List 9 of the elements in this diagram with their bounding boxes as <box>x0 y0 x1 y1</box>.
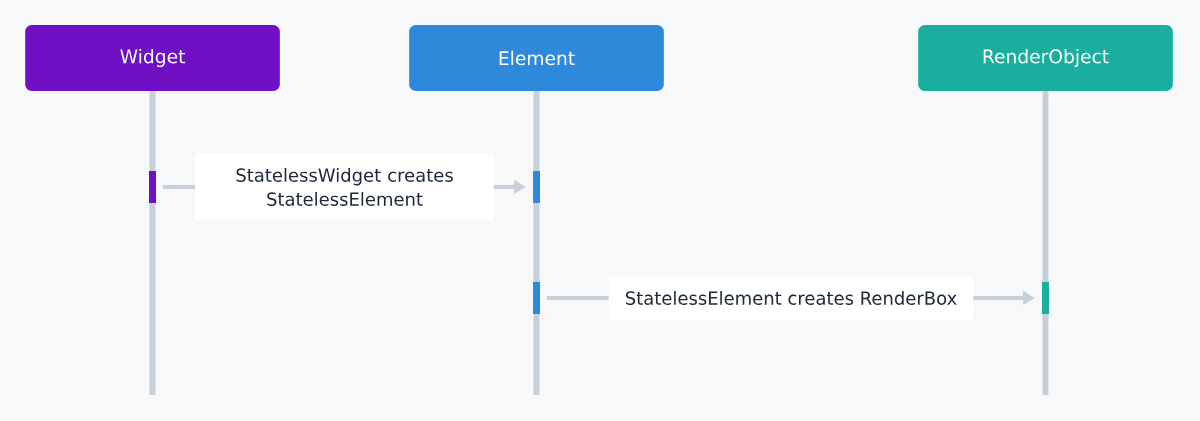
edge-label: StatelessElement creates RenderBox <box>608 276 974 320</box>
activation-bar <box>1042 282 1049 314</box>
participant-box: RenderObject <box>918 25 1173 91</box>
participant-box: Element <box>409 25 664 91</box>
activation-bar <box>533 171 540 203</box>
activation-bar <box>533 282 540 314</box>
participant-box: Widget <box>25 25 280 91</box>
edge-label: StatelessWidget creates StatelessElement <box>195 153 494 221</box>
activation-bar <box>149 171 156 203</box>
